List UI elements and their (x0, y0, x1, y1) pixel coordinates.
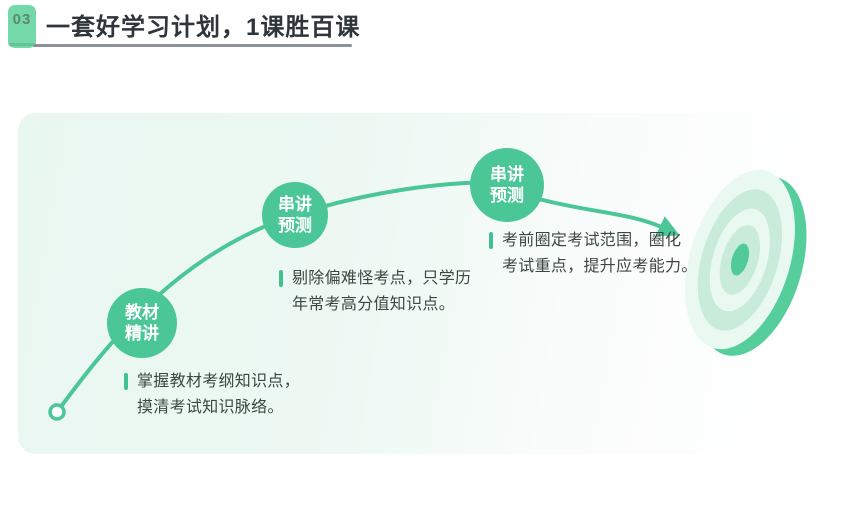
step-circle-2: 串讲 预测 (262, 182, 328, 248)
step-description-2-text: 剔除偏难怪考点，只学历 年常考高分值知识点。 (292, 270, 472, 313)
quote-bar-icon (489, 232, 493, 249)
bullseye-ring-4 (712, 219, 768, 300)
step-description-3-text: 考前圈定考试范围，圈化 考试重点，提升应考能力。 (502, 232, 698, 275)
step-circle-3: 串讲 预测 (470, 148, 544, 222)
quote-bar-icon (279, 270, 283, 287)
arrow-icon (533, 196, 680, 237)
section-number-badge: 03 (8, 5, 36, 48)
quote-bar-icon (124, 373, 128, 390)
step-circle-1-label: 教材 精讲 (125, 303, 159, 343)
page-title: 一套好学习计划，1课胜百课 (46, 14, 361, 41)
bullseye-center (727, 241, 753, 278)
bullseye-ring-3 (698, 200, 782, 319)
step-description-1-text: 掌握教材考纲知识点， 摸清考试知识脉络。 (137, 373, 301, 416)
learning-plan-card: 教材 精讲 串讲 预测 串讲 预测 掌握教材考纲知识点， 摸清考试知识脉络。 剔… (18, 113, 827, 454)
section-header: 03 一套好学习计划，1课胜百课 (0, 0, 842, 70)
step-description-2: 剔除偏难怪考点，只学历 年常考高分值知识点。 (279, 266, 471, 318)
step-circle-1: 教材 精讲 (107, 288, 177, 358)
title-underline (10, 44, 352, 47)
step-circle-3-label: 串讲 预测 (490, 165, 524, 205)
step-circle-2-label: 串讲 预测 (278, 195, 312, 235)
step-description-1: 掌握教材考纲知识点， 摸清考试知识脉络。 (124, 369, 300, 421)
start-point-marker-icon (48, 403, 66, 421)
step-description-3: 考前圈定考试范围，圈化 考试重点，提升应考能力。 (489, 228, 698, 280)
